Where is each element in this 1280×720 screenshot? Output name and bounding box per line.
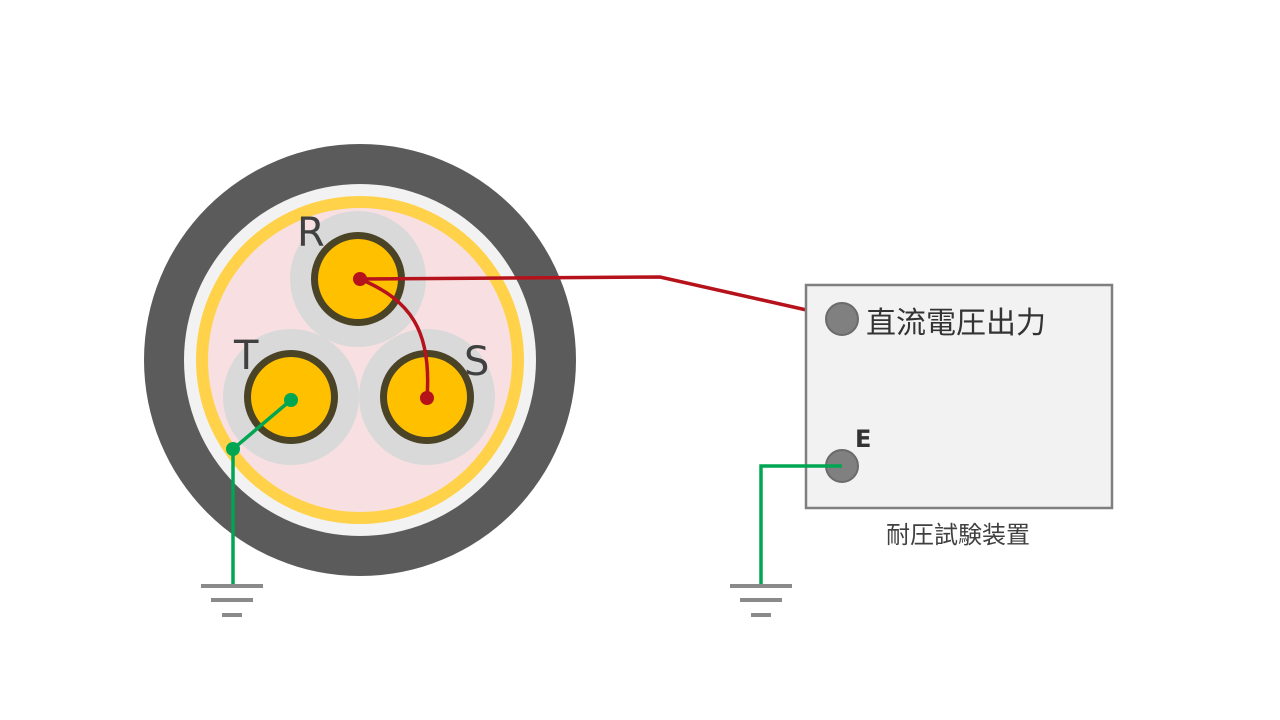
ground-node-shield xyxy=(226,442,240,456)
ground-lead-earth-terminal xyxy=(759,464,842,586)
phase-label-r: R xyxy=(297,210,325,256)
tester-caption: 耐圧試験装置 xyxy=(886,521,1030,549)
ground-symbol-cable xyxy=(201,584,263,617)
dc-output-terminal[interactable] xyxy=(825,302,859,336)
cable-cross-section: R T S xyxy=(144,144,576,576)
hv-node-r xyxy=(353,272,367,286)
phase-label-t: T xyxy=(233,333,259,379)
ground-node-t xyxy=(284,393,298,407)
phase-label-s: S xyxy=(464,339,489,385)
hv-jumper-r-to-s xyxy=(359,277,430,399)
tester-ground-wiring xyxy=(759,464,842,586)
ground-symbol-tester xyxy=(730,584,792,617)
hv-wiring xyxy=(353,272,843,405)
hv-node-s xyxy=(420,391,434,405)
earth-terminal-label: E xyxy=(855,425,871,453)
withstand-tester: 直流電圧出力 E 耐圧試験装置 xyxy=(804,283,1114,549)
dc-output-label: 直流電圧出力 xyxy=(866,306,1046,341)
hv-lead-to-tester xyxy=(359,275,843,320)
cable-ground-wiring xyxy=(226,393,298,586)
